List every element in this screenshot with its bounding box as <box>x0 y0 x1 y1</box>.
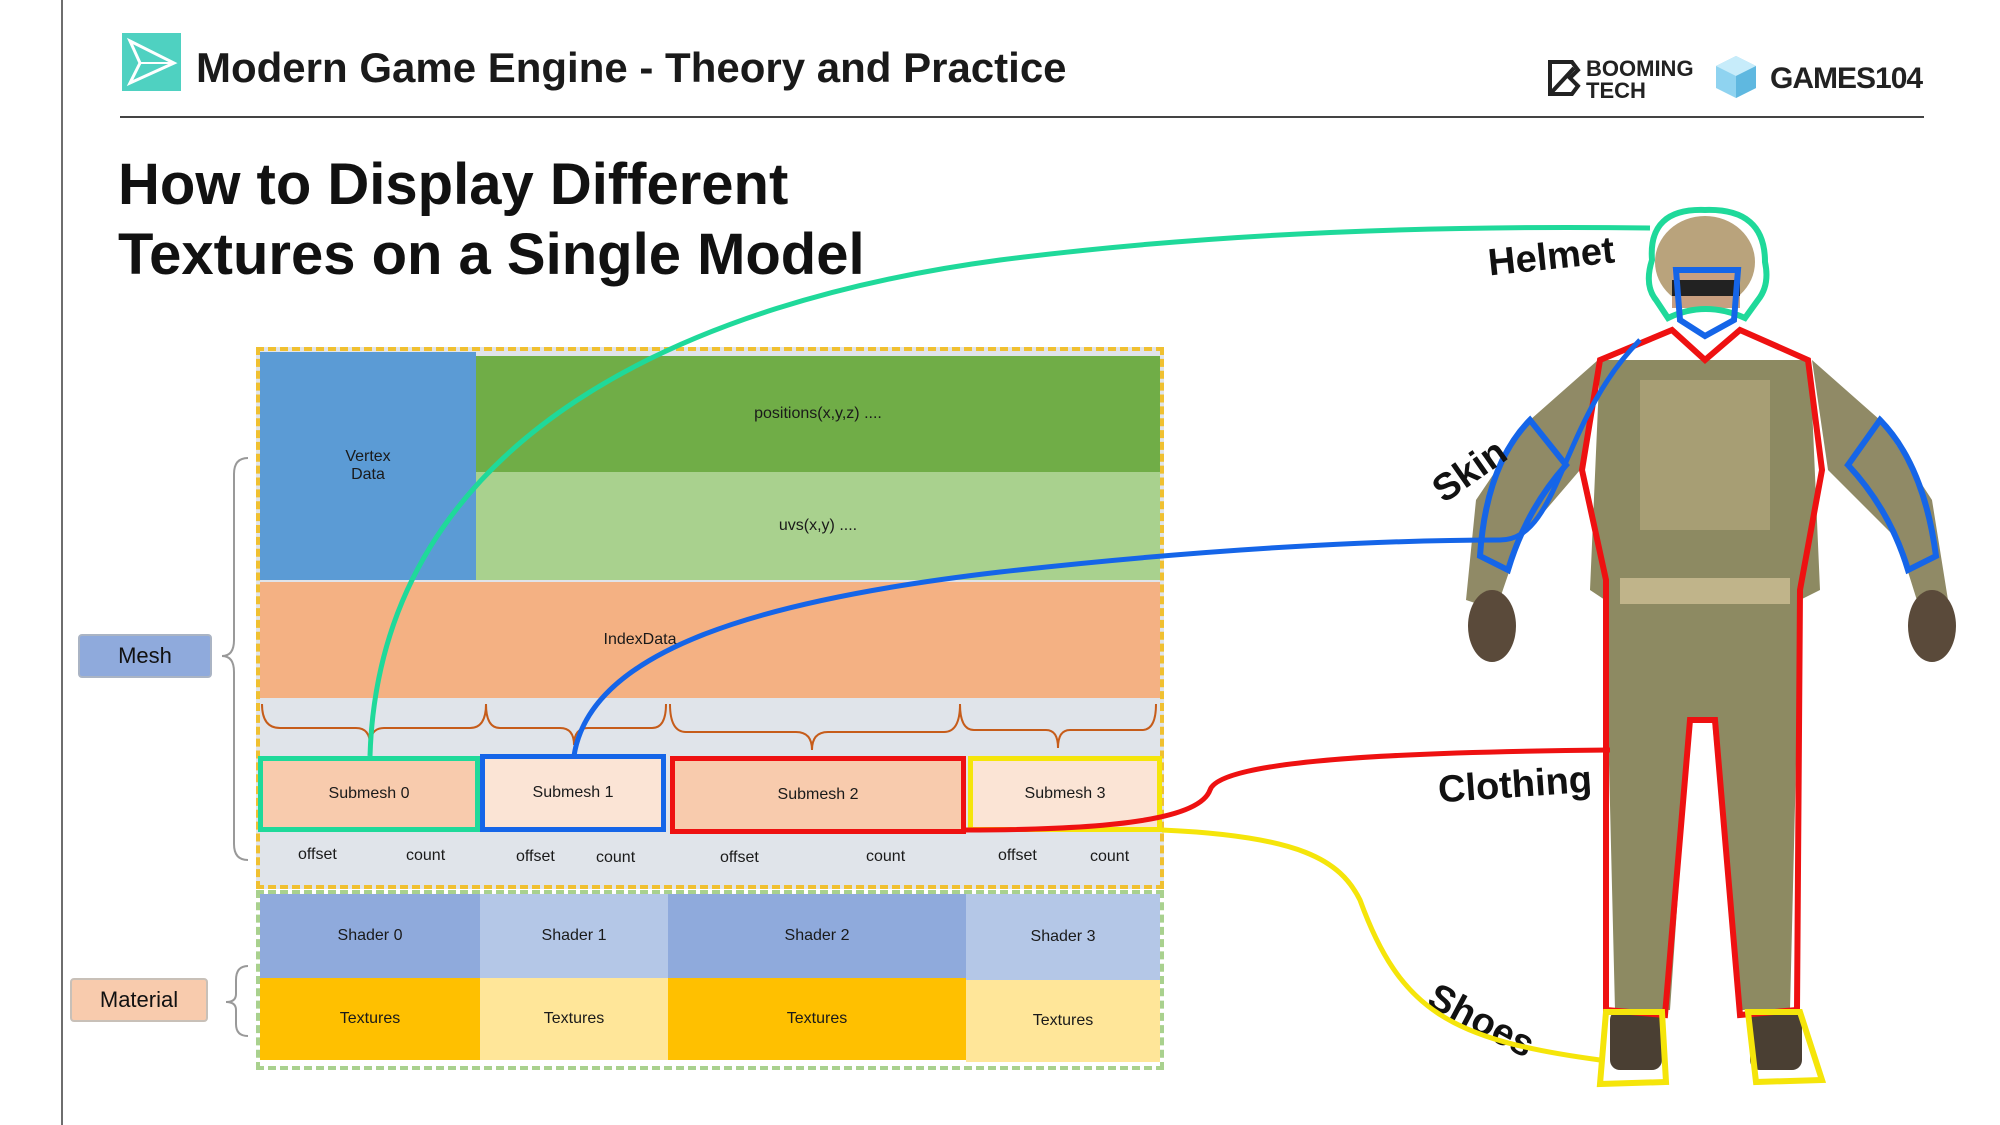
shader-1-label: Shader 1 <box>541 927 607 944</box>
submesh-0-offset: offset <box>298 846 337 863</box>
material-side-label: Material <box>70 978 208 1022</box>
submesh-0-label: Submesh 0 <box>328 785 410 802</box>
index-data-label: IndexData <box>603 631 677 648</box>
mesh-side-label-text: Mesh <box>118 643 172 668</box>
material-side-label-text: Material <box>99 987 179 1012</box>
skin-outline-arm-left <box>1476 415 1570 575</box>
shoe-outline-left <box>1596 1009 1670 1088</box>
games104-text: GAMES104 <box>1770 62 1923 95</box>
index-data-block: IndexData <box>260 582 1160 698</box>
vertex-data-block: Vertex Data <box>260 352 476 580</box>
textures-0-block: Textures <box>260 978 480 1060</box>
header-title: Modern Game Engine - Theory and Practice <box>196 44 1067 91</box>
material-region <box>256 890 1164 1070</box>
submesh-3-box: Submesh 3 <box>968 756 1162 832</box>
games104-cube-icon <box>1716 56 1756 98</box>
connector-clothing <box>965 747 1611 833</box>
submesh-3-offset: offset <box>998 847 1037 864</box>
header-divider <box>120 116 1924 118</box>
submesh-1-offset: offset <box>516 848 555 865</box>
shader-2-label: Shader 2 <box>784 927 850 944</box>
connector-helmet <box>367 224 1651 757</box>
submesh-3-label: Submesh 3 <box>1024 785 1106 802</box>
shader-0-label: Shader 0 <box>337 927 403 944</box>
booming-tech-text: BOOMING TECH <box>1586 56 1694 103</box>
soldier-body-icon <box>1466 216 1956 1070</box>
mesh-brace <box>221 457 249 861</box>
booming-tech-logo: BOOMING TECH <box>1546 58 1706 102</box>
textures-1-label: Textures <box>543 1010 605 1027</box>
games104-logo: GAMES104 <box>1716 56 1923 98</box>
positions-label: positions(x,y,z) .... <box>754 405 882 422</box>
textures-1-block: Textures <box>480 978 668 1060</box>
left-border-line <box>61 0 63 1125</box>
textures-2-label: Textures <box>786 1010 848 1027</box>
vertex-data-label: Vertex Data <box>345 448 391 483</box>
submesh-1-box: Submesh 1 <box>480 754 666 832</box>
textures-0-label: Textures <box>339 1010 401 1027</box>
positions-block: positions(x,y,z) .... <box>476 356 1160 472</box>
submesh-2-count: count <box>866 848 906 865</box>
slide-title-line1: How to Display Different <box>118 152 789 217</box>
shader-2-block: Shader 2 <box>668 894 966 978</box>
mesh-side-label: Mesh <box>78 634 212 678</box>
skin-outline-arm-right <box>1844 415 1940 575</box>
submesh-2-label: Submesh 2 <box>777 786 859 803</box>
submesh-0-count: count <box>406 847 446 864</box>
slide-title: How to Display Different Textures on a S… <box>118 150 865 290</box>
submesh-0-box: Submesh 0 <box>258 756 480 832</box>
clothing-outline <box>1578 326 1826 1019</box>
material-brace <box>225 965 249 1037</box>
course-logo-icon <box>122 33 181 91</box>
shoe-outline-right <box>1744 1009 1827 1086</box>
connector-skin <box>571 338 1642 757</box>
shader-3-label: Shader 3 <box>1030 928 1096 945</box>
booming-tech-icon <box>1548 60 1581 96</box>
bracket-submesh-2 <box>669 703 961 751</box>
slide-title-line2: Textures on a Single Model <box>118 222 865 287</box>
submesh-1-count: count <box>596 849 636 866</box>
skin-outline-face <box>1672 267 1742 340</box>
shader-3-block: Shader 3 <box>966 894 1160 980</box>
submesh-2-box: Submesh 2 <box>670 756 966 834</box>
textures-2-block: Textures <box>668 978 966 1060</box>
shader-0-block: Shader 0 <box>260 894 480 978</box>
bracket-submesh-3 <box>959 703 1157 749</box>
uvs-block: uvs(x,y) .... <box>476 472 1160 580</box>
uvs-label: uvs(x,y) .... <box>778 517 858 534</box>
shader-1-block: Shader 1 <box>480 894 668 978</box>
connector-shoes <box>1161 827 1601 1063</box>
helmet-outline <box>1645 206 1770 322</box>
submesh-3-count: count <box>1090 848 1130 865</box>
textures-3-label: Textures <box>1032 1012 1094 1029</box>
submesh-2-offset: offset <box>720 849 759 866</box>
submesh-1-label: Submesh 1 <box>532 784 614 801</box>
textures-3-block: Textures <box>966 980 1160 1062</box>
